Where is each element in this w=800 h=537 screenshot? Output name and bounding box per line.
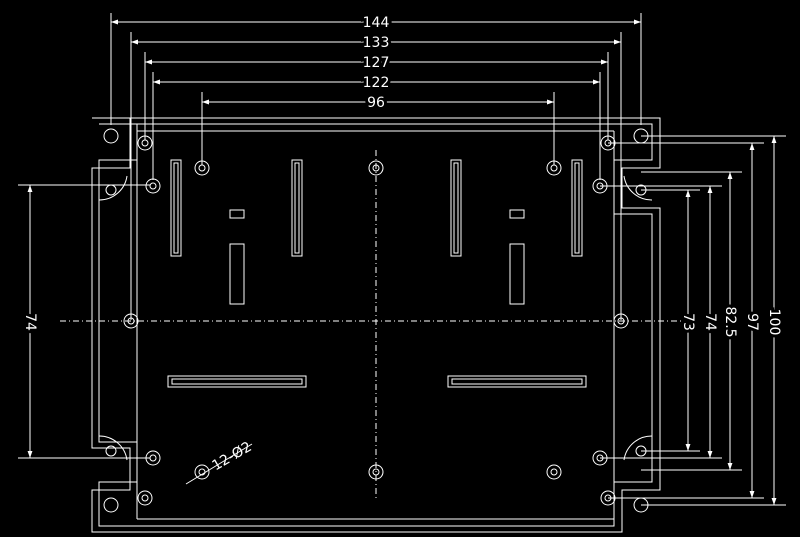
mounting-hole bbox=[633, 497, 649, 513]
hole-note-text: 12-Ø2 bbox=[209, 439, 254, 474]
dim-text-96: 96 bbox=[367, 95, 385, 111]
corner-arc-tl bbox=[98, 175, 128, 201]
screw-bosses bbox=[123, 135, 629, 506]
dim-text-127: 127 bbox=[363, 55, 390, 71]
mounting-hole bbox=[635, 184, 647, 196]
corner-arc-br bbox=[623, 435, 653, 461]
dim-text-97: 97 bbox=[744, 313, 760, 331]
dim-text-122: 122 bbox=[363, 75, 390, 91]
dim-text-82-5: 82.5 bbox=[722, 306, 738, 337]
lid-rim-line bbox=[136, 130, 615, 520]
corner-arc-tr bbox=[623, 175, 653, 201]
mounting-hole bbox=[103, 497, 119, 513]
dim-text-144: 144 bbox=[363, 15, 390, 31]
mounting-hole bbox=[105, 445, 117, 457]
dim-text-133: 133 bbox=[363, 35, 390, 51]
dim-text-100: 100 bbox=[766, 309, 782, 336]
enclosure-outer-outline bbox=[91, 117, 661, 533]
rectangular-pads bbox=[229, 209, 525, 305]
dim-text-left-74: 74 bbox=[22, 313, 38, 331]
dim-text-73: 73 bbox=[680, 313, 696, 331]
mounting-hole bbox=[635, 445, 647, 457]
mounting-hole bbox=[103, 128, 119, 144]
card-guide-slots bbox=[170, 159, 583, 257]
mounting-hole bbox=[633, 128, 649, 144]
corner-arc-bl bbox=[98, 435, 128, 461]
hole-note-leader bbox=[185, 443, 253, 485]
dim-text-74: 74 bbox=[702, 313, 718, 331]
mounting-hole bbox=[105, 184, 117, 196]
horizontal-rails bbox=[167, 375, 587, 388]
enclosure-inner-wall bbox=[98, 123, 653, 527]
